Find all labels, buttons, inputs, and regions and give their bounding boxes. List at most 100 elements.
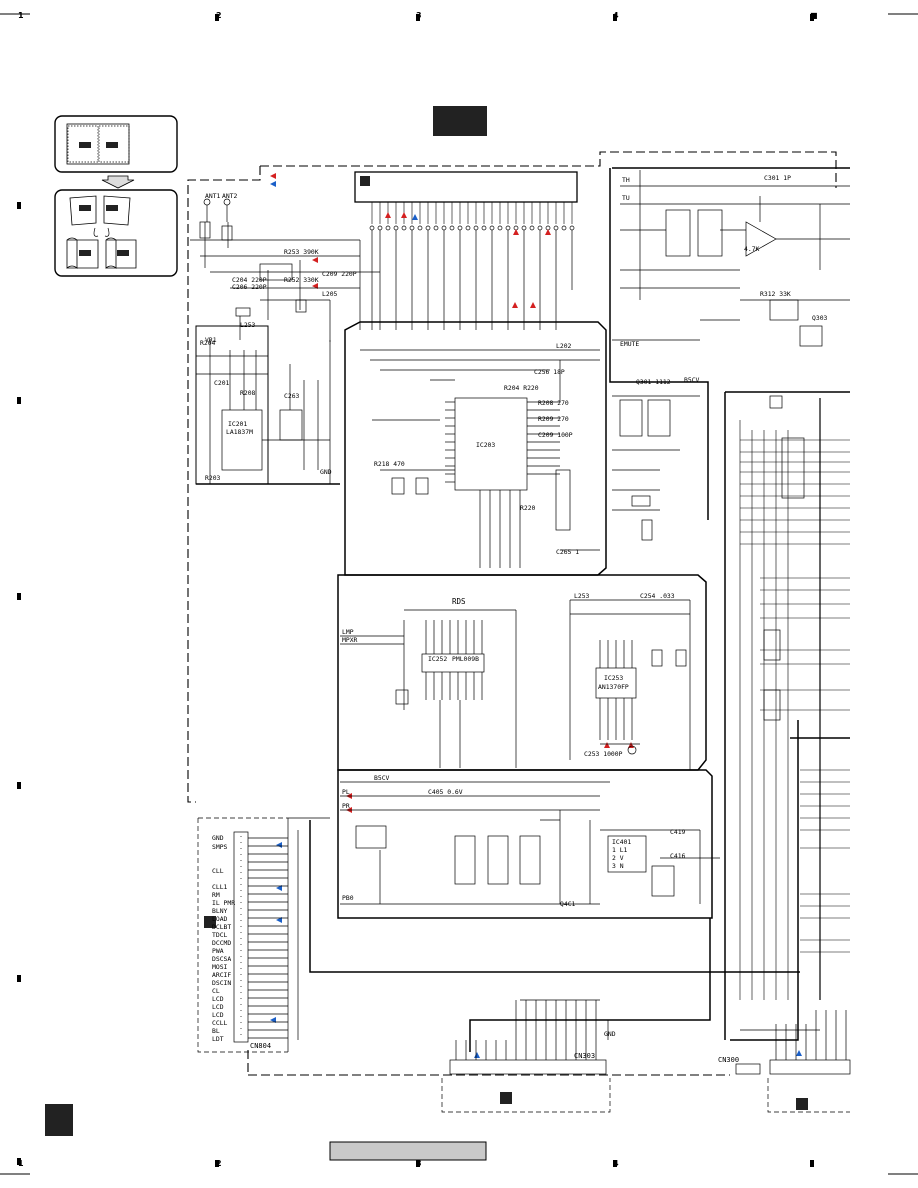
svg-text:R203: R203: [205, 474, 221, 482]
cn303-connector: [441, 999, 611, 1113]
cn804-connector: [197, 817, 330, 1053]
svg-text:LCD: LCD: [212, 995, 224, 1003]
svg-text:TH: TH: [622, 176, 630, 184]
svg-text:PR: PR: [342, 802, 350, 810]
svg-text:CLL: CLL: [212, 867, 224, 875]
cn300-badge: [796, 1098, 808, 1110]
svg-text:R253 390K: R253 390K: [284, 248, 319, 256]
rds-area: [340, 599, 691, 770]
top-connector: [354, 171, 578, 330]
section-frames: [195, 167, 850, 1052]
svg-text:TDCL: TDCL: [212, 931, 228, 939]
svg-text:SMPS: SMPS: [212, 843, 228, 851]
footer-bar: [329, 1141, 487, 1161]
signal-arrows: [270, 173, 802, 1058]
svg-text:LCD: LCD: [212, 1011, 224, 1019]
svg-text:C301 1P: C301 1P: [764, 174, 791, 182]
mid-transistors: [612, 395, 700, 541]
svg-text:LDT: LDT: [212, 1035, 224, 1043]
svg-text:C253 1000P: C253 1000P: [584, 750, 623, 758]
svg-text:4.7K: 4.7K: [744, 245, 760, 253]
cn804-label: CN804: [250, 1042, 271, 1050]
b5v-top: B5CV: [684, 376, 700, 384]
cn303-text: CN303 GND: [574, 1030, 616, 1060]
cn303-badge: [500, 1092, 512, 1104]
svg-text:C206 220P: C206 220P: [232, 283, 267, 291]
svg-text:BL: BL: [212, 1027, 220, 1035]
title-block: [433, 106, 487, 136]
ic201-part: LA1837M: [226, 428, 253, 436]
upper-left-circuit: [190, 198, 380, 342]
svg-text:ARCIF: ARCIF: [212, 971, 231, 979]
svg-text:R208 270: R208 270: [538, 399, 569, 407]
svg-text:GND: GND: [604, 1030, 616, 1038]
cn300-text: CN300: [718, 1056, 739, 1064]
rds-label: RDS: [452, 597, 466, 606]
svg-text:C265 1: C265 1: [556, 548, 579, 556]
svg-text:GND: GND: [212, 834, 224, 842]
svg-text:C254 .033: C254 .033: [640, 592, 675, 600]
svg-text:ANT1: ANT1: [205, 192, 221, 200]
cn804-badge: [204, 916, 216, 928]
ic252-part: PML009B: [452, 655, 479, 663]
svg-text:1 L1: 1 L1: [612, 846, 628, 854]
svg-text:C256 18P: C256 18P: [534, 368, 565, 376]
svg-text:VR1: VR1: [205, 336, 217, 344]
svg-text:C416: C416: [670, 852, 686, 860]
svg-text:R209 270: R209 270: [538, 415, 569, 423]
svg-text:PL: PL: [342, 788, 350, 796]
upper-right-circuit: [612, 170, 850, 347]
svg-text:IL PMR: IL PMR: [212, 899, 235, 907]
svg-text:L253: L253: [240, 321, 256, 329]
gnd-label: GND: [320, 468, 332, 476]
svg-text:R218 470: R218 470: [374, 460, 405, 468]
svg-text:MPXR: MPXR: [342, 636, 358, 644]
right-resistor-array: [763, 395, 805, 721]
svg-text:CLL1: CLL1: [212, 883, 228, 891]
svg-text:C209 100P: C209 100P: [538, 431, 573, 439]
ic203-ref: IC203: [476, 441, 495, 449]
svg-text:LCD: LCD: [212, 1003, 224, 1011]
ic253-ref: IC253: [604, 674, 623, 682]
rds-text: RDS IC252 PML009B IC253 AN1370FP LMPMPXR…: [342, 592, 675, 758]
svg-text:DSCSA: DSCSA: [212, 955, 231, 963]
svg-text:MOSI: MOSI: [212, 963, 228, 971]
svg-text:C204 220P: C204 220P: [232, 276, 267, 284]
svg-text:Q303: Q303: [812, 314, 828, 322]
svg-text:LOAD: LOAD: [212, 915, 228, 923]
svg-text:IC401: IC401: [612, 838, 631, 846]
svg-text:DSCIN: DSCIN: [212, 979, 231, 987]
svg-text:Q4C1: Q4C1: [560, 900, 576, 908]
cn300-label: CN300: [718, 1056, 739, 1064]
svg-text:DCLBT: DCLBT: [212, 923, 231, 931]
svg-text:BLNY: BLNY: [212, 907, 228, 915]
svg-text:ANT2: ANT2: [222, 192, 238, 200]
index-diagram: [54, 115, 178, 277]
svg-text:R312 33K: R312 33K: [760, 290, 791, 298]
index-arrow: [101, 175, 135, 189]
svg-text:C263: C263: [284, 392, 300, 400]
svg-text:CL: CL: [212, 987, 220, 995]
svg-text:L205: L205: [322, 290, 338, 298]
svg-text:R252 330K: R252 330K: [284, 276, 319, 284]
svg-text:2 V: 2 V: [612, 854, 624, 862]
right-bus: [739, 420, 850, 1000]
index-marks: [79, 142, 129, 256]
svg-text:RM: RM: [212, 891, 220, 899]
ic203-region: [360, 349, 600, 568]
board-outline: [187, 151, 837, 1076]
lower-mid-circuit: [340, 781, 720, 905]
border-ticks: [0, 13, 918, 1175]
cn300-connector: [735, 1010, 851, 1113]
svg-text:EMUTE: EMUTE: [620, 340, 639, 348]
b5v-mid: B5CV: [374, 774, 390, 782]
svg-text:C419: C419: [670, 828, 686, 836]
svg-text:CCLL: CCLL: [212, 1019, 228, 1027]
